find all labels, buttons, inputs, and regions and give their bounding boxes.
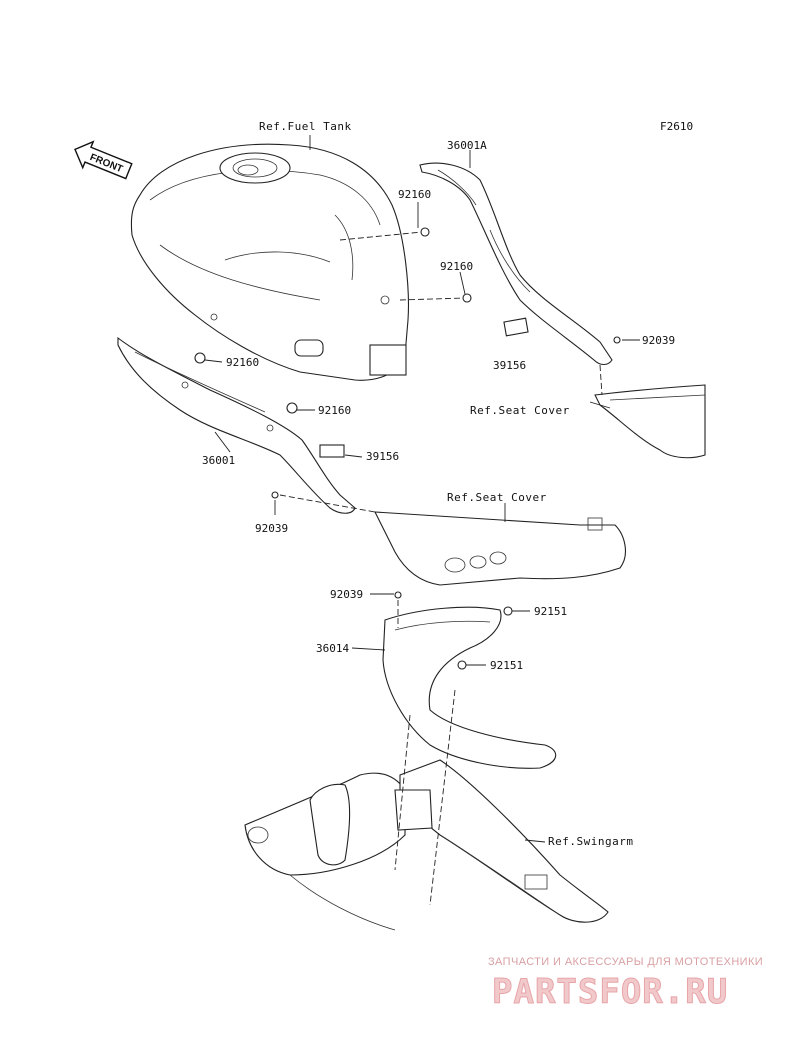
seat-cover-right-drawing: [594, 384, 706, 459]
label-92039-c: 92039: [330, 588, 363, 601]
callout-labels: Ref.Fuel Tank 36001A 92160 92160 92039 3…: [202, 120, 675, 848]
label-92160-b: 92160: [440, 260, 473, 273]
swingarm-drawing: [244, 759, 609, 931]
label-92039-a: 92039: [642, 334, 675, 347]
label-92039-b: 92039: [255, 522, 288, 535]
watermark-brand: PARTSFOR.RU: [492, 972, 728, 1012]
side-cover-36001A-drawing: [419, 162, 613, 366]
label-92160-a: 92160: [398, 188, 431, 201]
ref-swingarm: Ref.Swingarm: [548, 835, 633, 848]
figure-code: F2610: [660, 120, 693, 133]
seat-cover-center-drawing: [374, 511, 626, 586]
side-cover-36001-drawing: [117, 336, 356, 514]
hardware: [194, 227, 621, 670]
ref-seat-cover-right: Ref.Seat Cover: [470, 404, 570, 417]
label-92151-b: 92151: [490, 659, 523, 672]
watermark: ЗАПЧАСТИ И АКСЕССУАРЫ ДЛЯ МОТОТЕХНИКИ PA…: [488, 956, 763, 1013]
label-92160-d: 92160: [318, 404, 351, 417]
label-39156-b: 39156: [366, 450, 399, 463]
label-39156-a: 39156: [493, 359, 526, 372]
leader-lines: [204, 135, 640, 843]
assembly-lines: [279, 231, 603, 906]
guard-36014-drawing: [382, 606, 557, 769]
ref-seat-cover-center: Ref.Seat Cover: [447, 491, 547, 504]
label-36014: 36014: [316, 642, 349, 655]
label-92151-a: 92151: [534, 605, 567, 618]
label-36001: 36001: [202, 454, 235, 467]
front-arrow-icon: FRONT: [74, 140, 133, 180]
fuel-tank-drawing: [130, 143, 409, 381]
label-92160-c: 92160: [226, 356, 259, 369]
label-36001A: 36001A: [447, 139, 487, 152]
watermark-subtitle: ЗАПЧАСТИ И АКСЕССУАРЫ ДЛЯ МОТОТЕХНИКИ: [488, 956, 763, 968]
ref-fuel-tank: Ref.Fuel Tank: [259, 120, 352, 133]
